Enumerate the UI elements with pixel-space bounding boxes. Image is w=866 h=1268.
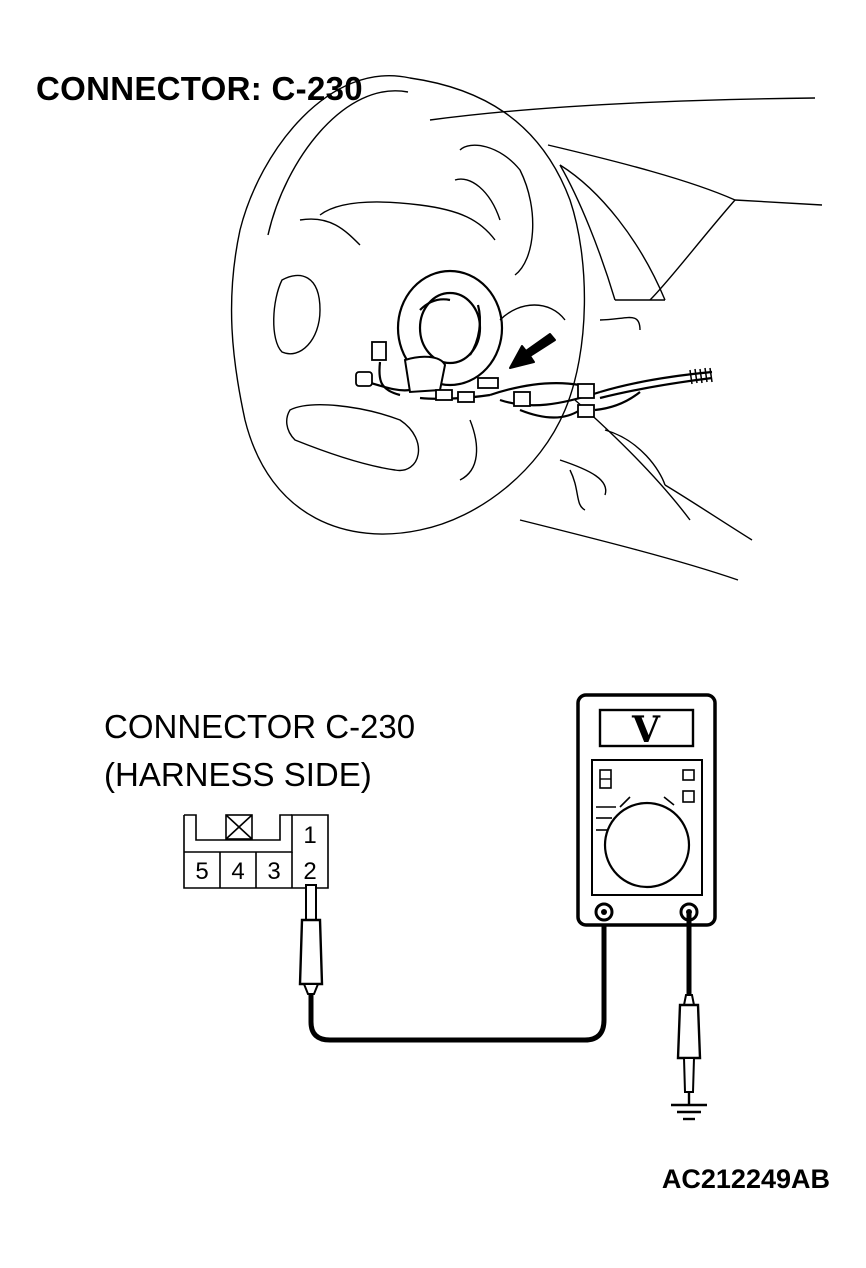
meter-mode-label: V: [631, 709, 661, 751]
harness-connectors: [355, 341, 595, 418]
test-lead-positive: [308, 912, 607, 1043]
pin-4-label: 4: [231, 858, 244, 885]
ground-symbol-icon: [671, 1092, 707, 1121]
pin-3-label: 3: [267, 858, 280, 885]
blank-terminal-icon: [225, 814, 253, 840]
pin-2-label: 2: [303, 858, 316, 885]
steering-wheel-icon: [230, 75, 586, 535]
pin-5-label: 5: [195, 858, 208, 885]
connector-label: CONNECTOR C-230: [104, 708, 416, 745]
connector-face: 1 5 4 3 2: [183, 814, 329, 889]
connector-c230-location: [403, 355, 447, 394]
clock-spring-icon: [396, 269, 504, 387]
pointer-arrow-icon: [509, 333, 556, 369]
probe-icon: [298, 884, 324, 995]
figure-id: AC212249AB: [661, 1164, 830, 1194]
pin-1-label: 1: [303, 822, 316, 849]
page-title: CONNECTOR: C-230: [36, 70, 363, 107]
voltmeter-icon: V: [576, 693, 717, 927]
ground-probe-icon: [676, 994, 702, 1093]
harness-tape: [689, 367, 713, 385]
connector-side-label: (HARNESS SIDE): [104, 756, 372, 793]
